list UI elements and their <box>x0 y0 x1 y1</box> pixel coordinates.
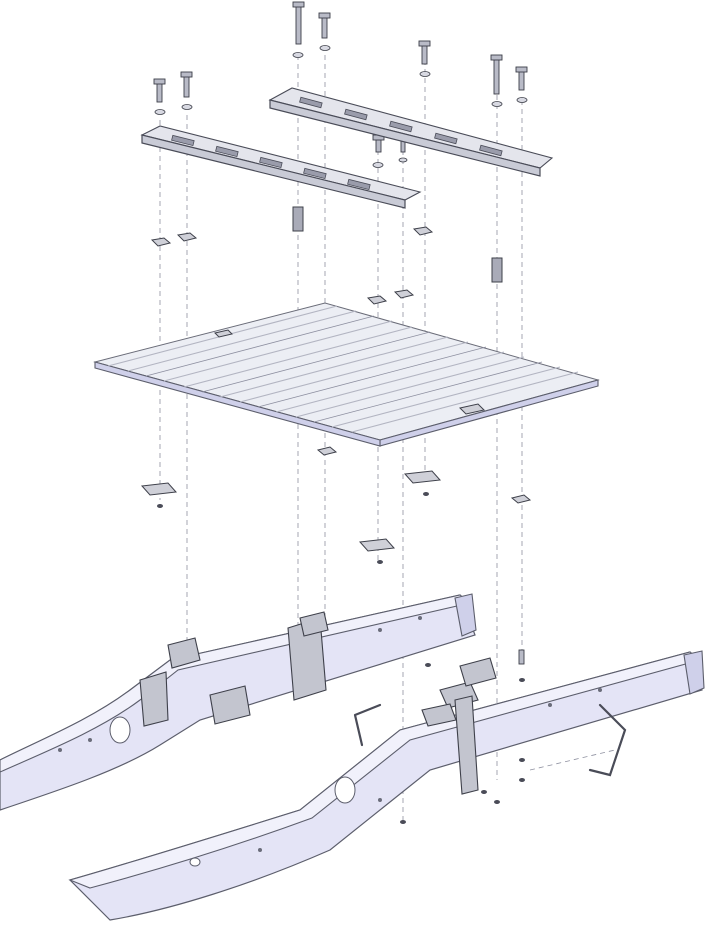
bolt <box>490 54 503 107</box>
rail-slots <box>171 134 371 191</box>
bolt <box>418 40 431 77</box>
bolt <box>372 134 385 168</box>
frame-bracket <box>139 611 329 727</box>
hitch-pins <box>353 703 627 777</box>
hardware-nuts <box>400 649 525 824</box>
top-bolts <box>153 1 528 168</box>
floor-clips-top <box>150 226 434 305</box>
bolt <box>318 12 331 51</box>
rail-slots <box>299 96 503 157</box>
mounting-rail-left <box>140 125 422 209</box>
bolt <box>153 78 166 115</box>
spacers <box>292 206 503 283</box>
frame-bracket <box>421 657 497 795</box>
bolt <box>398 139 408 163</box>
bolt <box>515 66 528 103</box>
floor-ridges <box>107 305 579 433</box>
floor-clips-bottom <box>140 446 532 564</box>
corrugated-floor-panel <box>93 302 600 447</box>
bolt <box>180 71 193 110</box>
left-frame-rail <box>0 593 477 811</box>
right-frame-rail <box>68 650 705 921</box>
bolt <box>292 1 305 58</box>
mounting-rail-right <box>268 87 554 177</box>
